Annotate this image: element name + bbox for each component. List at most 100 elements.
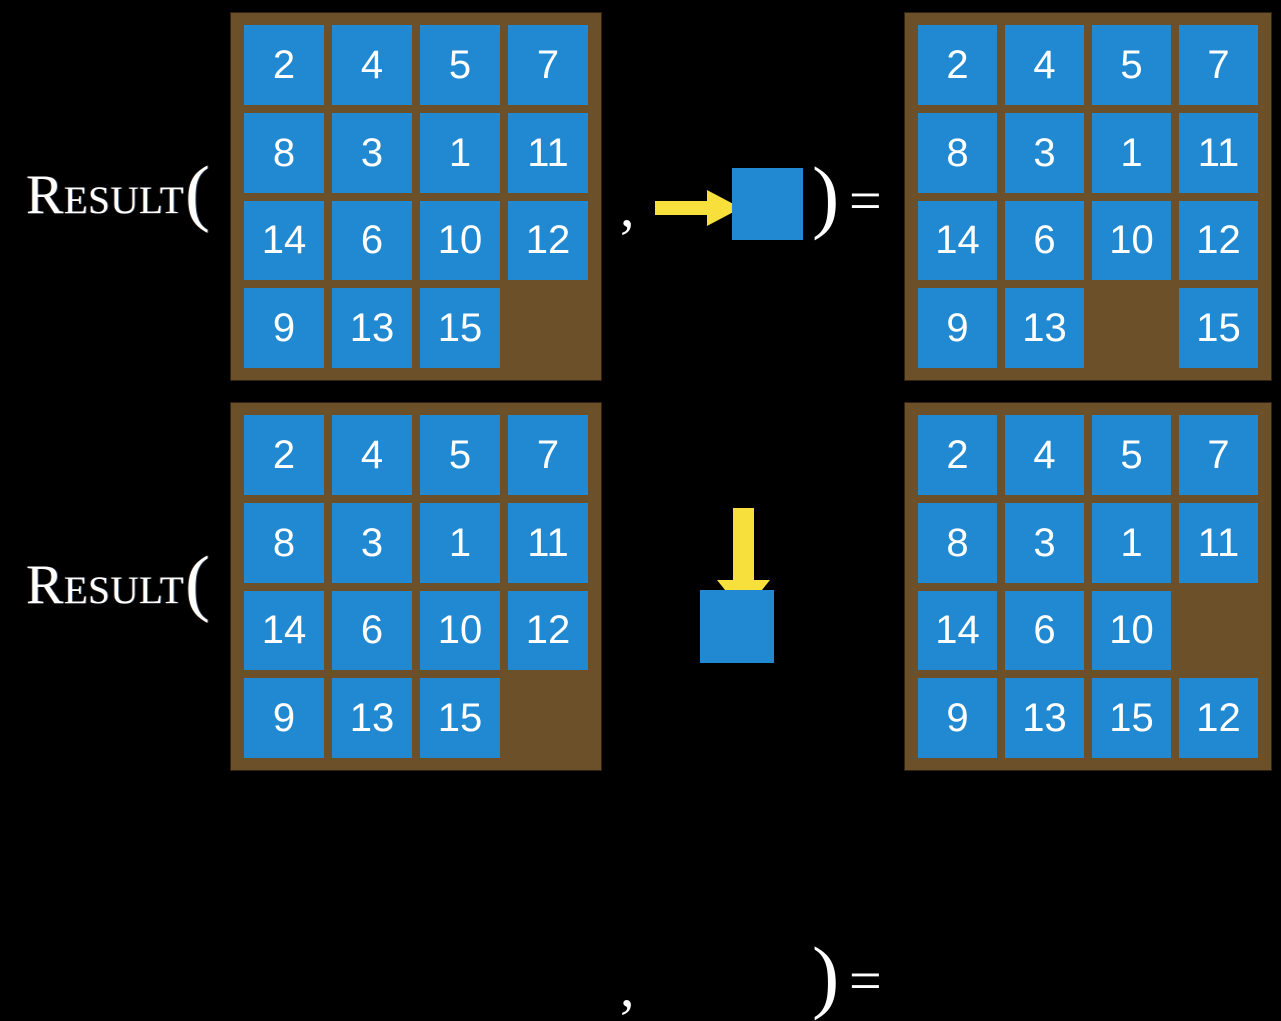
tile[interactable]: 3 [1005,112,1084,193]
tile[interactable]: 3 [1005,502,1084,583]
tile[interactable]: 15 [420,288,500,368]
tile[interactable]: 1 [1092,112,1171,193]
tile-number: 3 [360,130,384,175]
tile[interactable]: 10 [1092,200,1171,281]
tile-number: 8 [946,520,969,565]
open-paren: ( [185,152,211,234]
tile[interactable]: 4 [1005,25,1084,105]
tile[interactable]: 5 [420,415,500,495]
tile[interactable]: 12 [1179,200,1258,281]
tile[interactable]: 7 [1179,415,1258,495]
equals-sign-top: = [849,168,882,233]
slide-canvas: Result( 2 4 5 7 8 3 1 11 14 6 10 12 9 13… [26,13,1271,1017]
tile[interactable]: 5 [1092,25,1171,105]
tile[interactable]: 11 [1179,112,1258,193]
tile-number: 4 [1033,432,1056,477]
output-board-bottom: 2 4 5 7 8 3 1 11 14 6 10 9 13 15 12 [905,403,1271,770]
tile-number: 1 [448,520,472,565]
tile-number: 4 [360,42,384,87]
tile[interactable]: 7 [1179,25,1258,105]
tile-number: 11 [527,130,569,175]
tile-number: 14 [261,608,307,653]
tile[interactable]: 13 [1005,678,1084,758]
tile[interactable]: 12 [508,200,588,281]
tile[interactable]: 6 [332,590,412,671]
tile[interactable]: 1 [420,502,500,583]
tile[interactable]: 2 [918,415,997,495]
tile[interactable]: 5 [1092,415,1171,495]
tile-number: 1 [1120,130,1143,175]
empty-slot[interactable] [508,678,588,758]
operand-tile[interactable] [732,168,803,240]
tile[interactable]: 6 [1005,590,1084,671]
empty-slot[interactable] [508,288,588,368]
tile[interactable]: 7 [508,25,588,105]
tile[interactable]: 11 [508,112,588,193]
tile-number: 15 [437,306,483,351]
tile-number: 2 [272,432,296,477]
input-board-top: 2 4 5 7 8 3 1 11 14 6 10 12 9 13 15 [231,13,601,380]
tile-number: 11 [1197,130,1240,175]
empty-slot[interactable] [1092,288,1171,368]
tile[interactable]: 3 [332,502,412,583]
tile[interactable]: 6 [332,200,412,281]
tile-number: 10 [1109,218,1154,263]
equals-sign-bottom: = [849,948,882,1013]
tile[interactable]: 6 [1005,200,1084,281]
tile[interactable]: 9 [244,288,324,368]
tile[interactable]: 12 [1179,678,1258,758]
output-board-top-grid: 2 4 5 7 8 3 1 11 14 6 10 12 9 13 15 [918,25,1258,368]
tile-number: 3 [1033,130,1056,175]
tile[interactable]: 1 [420,112,500,193]
tile-number: 4 [360,432,384,477]
tile[interactable]: 15 [1179,288,1258,368]
tile[interactable]: 11 [1179,502,1258,583]
input-board-bottom-grid: 2 4 5 7 8 3 1 11 14 6 10 12 9 13 15 [244,415,588,758]
arrow-right-icon [655,190,741,226]
tile-number: 1 [448,130,472,175]
tile[interactable]: 2 [244,415,324,495]
tile[interactable]: 8 [918,112,997,193]
tile[interactable]: 1 [1092,502,1171,583]
tile-number: 1 [1120,520,1143,565]
tile[interactable]: 11 [508,502,588,583]
tile[interactable]: 10 [1092,590,1171,671]
tile[interactable]: 3 [332,112,412,193]
operand-tile[interactable] [700,590,774,663]
tile[interactable]: 2 [244,25,324,105]
tile[interactable]: 15 [420,678,500,758]
tile-number: 8 [272,130,296,175]
tile[interactable]: 4 [332,415,412,495]
tile[interactable]: 8 [918,502,997,583]
tile[interactable]: 9 [244,678,324,758]
tile[interactable]: 14 [244,590,324,671]
tile-number: 7 [536,42,560,87]
tile[interactable]: 8 [244,112,324,193]
tile[interactable]: 9 [918,288,997,368]
tile[interactable]: 7 [508,415,588,495]
tile-number: 15 [1196,306,1241,351]
tile[interactable]: 13 [1005,288,1084,368]
tile-number: 7 [1207,42,1230,87]
tile[interactable]: 10 [420,200,500,281]
tile[interactable]: 4 [1005,415,1084,495]
tile[interactable]: 13 [332,678,412,758]
tile[interactable]: 12 [508,590,588,671]
tile[interactable]: 15 [1092,678,1171,758]
tile[interactable]: 4 [332,25,412,105]
tile[interactable]: 5 [420,25,500,105]
output-board-bottom-grid: 2 4 5 7 8 3 1 11 14 6 10 9 13 15 12 [918,415,1258,758]
tile[interactable]: 13 [332,288,412,368]
tile-number: 9 [272,696,296,741]
tile[interactable]: 9 [918,678,997,758]
tile[interactable]: 14 [244,200,324,281]
tile[interactable]: 14 [918,200,997,281]
tile[interactable]: 8 [244,502,324,583]
tile-number: 8 [946,130,969,175]
tile-number: 2 [946,432,969,477]
tile[interactable]: 10 [420,590,500,671]
empty-slot[interactable] [1179,591,1258,671]
tile[interactable]: 14 [918,590,997,671]
tile-number: 12 [525,218,571,263]
tile[interactable]: 2 [918,25,997,105]
